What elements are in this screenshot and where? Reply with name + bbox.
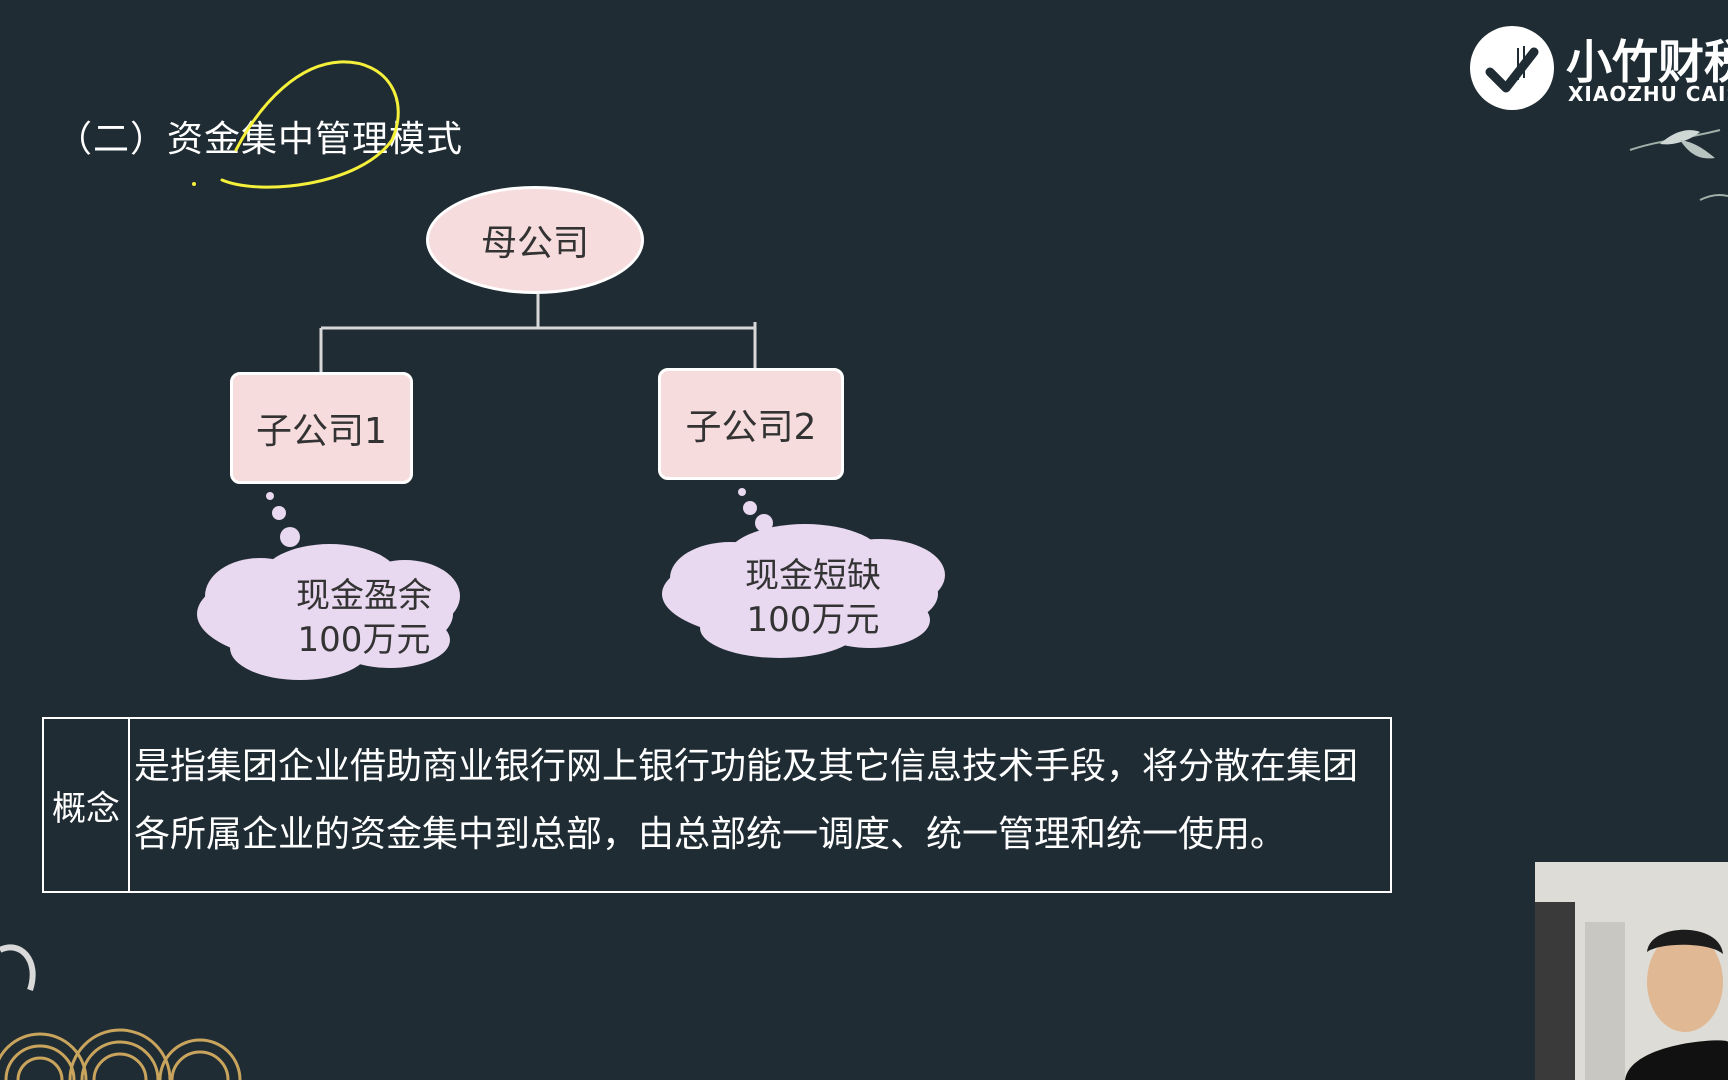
cloud-shortage-line1: 现金短缺 [745, 556, 881, 596]
concept-label: 概念 [44, 719, 130, 891]
cloud-shortage-text: 现金短缺 100万元 [663, 554, 963, 642]
cloud-surplus-text: 现金盈余 100万元 [214, 574, 514, 662]
concept-table: 概念 是指集团企业借助商业银行网上银行功能及其它信息技术手段，将分散在集团各所属… [42, 717, 1392, 893]
logo-name-cn: 小竹财税 [1566, 35, 1728, 89]
subsidiary-2-node: 子公司2 [658, 368, 844, 480]
bamboo-leaf-icon [1629, 129, 1728, 201]
cloud-shortage [662, 524, 945, 658]
cloud-surplus [197, 544, 460, 680]
cloud-shortage-line2: 100万元 [746, 600, 880, 640]
wave-decoration-icon [0, 944, 242, 1080]
parent-company-node: 母公司 [426, 186, 644, 294]
cloud-surplus-line1: 现金盈余 [296, 576, 432, 616]
logo-mark-icon [1470, 26, 1554, 110]
logo-name-en: XIAOZHU CAISHUI [1568, 82, 1728, 106]
concept-text: 是指集团企业借助商业银行网上银行功能及其它信息技术手段，将分散在集团各所属企业的… [134, 746, 1359, 855]
cloud-surplus-line2: 100万元 [297, 620, 431, 660]
presenter-video [1535, 862, 1728, 1080]
subsidiary-1-node: 子公司1 [230, 372, 413, 484]
